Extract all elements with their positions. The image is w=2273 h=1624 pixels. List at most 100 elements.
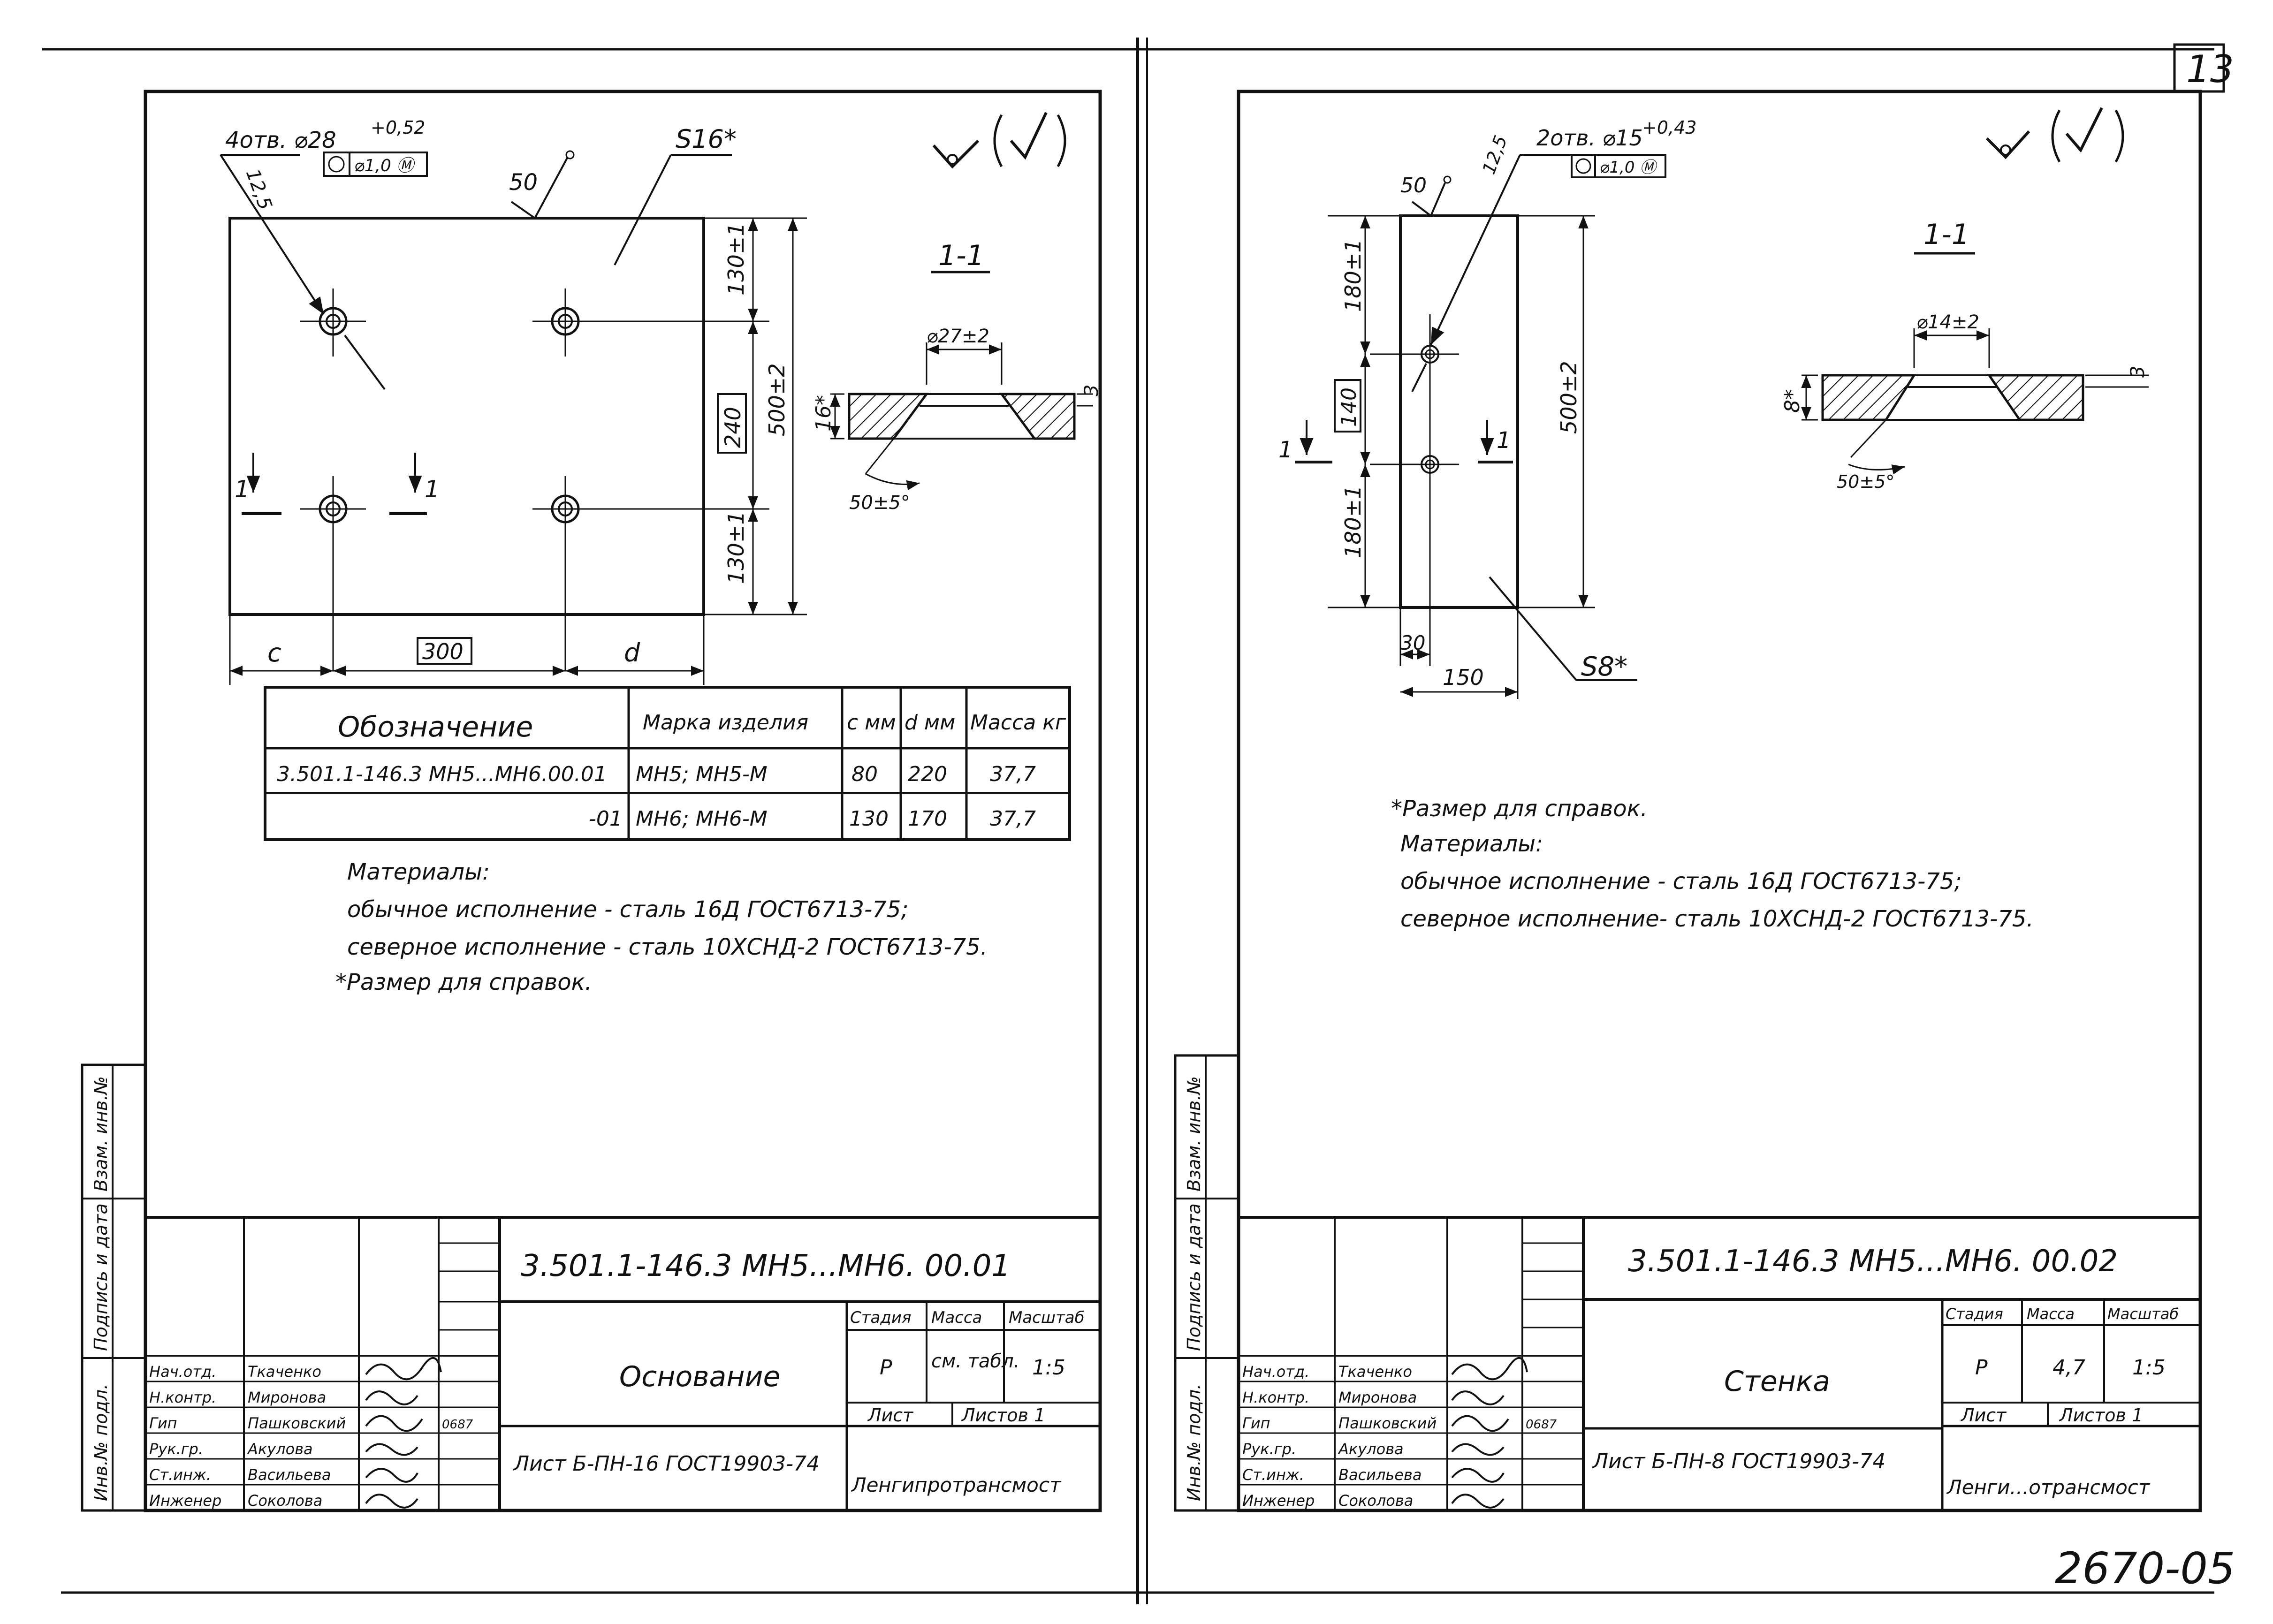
note-line: Материалы:: [1400, 831, 1543, 857]
position-icon: [328, 156, 345, 173]
svg-text:Нач.отд.: Нач.отд.: [149, 1363, 216, 1381]
note-line: обычное исполнение - сталь 16Д ГОСТ6713-…: [347, 896, 909, 923]
svg-text:Лист: Лист: [1960, 1405, 2007, 1426]
position-icon: [1575, 158, 1591, 174]
svg-text:Масштаб: Масштаб: [2107, 1305, 2179, 1323]
table-cell: 80: [851, 762, 878, 786]
organization: Ленги...отрансмост: [1946, 1476, 2151, 1499]
roughness-general-icon: [932, 112, 1066, 169]
roughness-12-5: 12,5: [242, 166, 276, 212]
svg-text:Гип: Гип: [149, 1414, 177, 1432]
dim-c: c: [267, 638, 281, 668]
section-view: [848, 393, 1076, 440]
dim-130-bottom: 130±1: [723, 511, 749, 584]
table-header: Марка изделия: [643, 711, 808, 735]
holes-note: 2отв. ⌀15: [1536, 125, 1643, 151]
hole: [532, 288, 598, 357]
table-header: d мм: [905, 711, 955, 735]
table-cell: МН5; МН5-М: [636, 762, 768, 786]
svg-text:Масса: Масса: [2027, 1305, 2075, 1323]
svg-text:Соколова: Соколова: [248, 1492, 322, 1510]
table-header: c мм: [847, 711, 896, 735]
svg-text:Стадия: Стадия: [850, 1308, 911, 1327]
table-cell: -01: [589, 807, 623, 831]
svg-text:1: 1: [425, 476, 440, 503]
sheet-number: 13: [2186, 47, 2234, 91]
note-line: *Размер для справок.: [1391, 796, 1648, 822]
roughness-50: 50: [1400, 174, 1427, 197]
svg-text:Акулова: Акулова: [247, 1440, 313, 1458]
archive-number: 2670-05: [2055, 1543, 2235, 1594]
position-frame: [323, 152, 428, 177]
section-diameter: ⌀14±2: [1916, 311, 1979, 333]
holes-tolerance: +0,52: [371, 117, 425, 138]
roughness-mark: [1411, 182, 1446, 218]
base-plate: [228, 217, 705, 616]
section-view: [1821, 374, 2084, 421]
stage: Р: [880, 1356, 892, 1380]
right-sheet: 2отв. ⌀15 +0,43 ⌀1,0 Ⓜ 12,5 50 180±1 140: [1174, 90, 2202, 1512]
dim-300-box: [417, 637, 472, 665]
svg-text:Рук.гр.: Рук.гр.: [149, 1440, 203, 1458]
drawing-designation: 3.501.1-146.3 МН5...МН6. 00.02: [1628, 1244, 2118, 1279]
dim-300: 300: [422, 639, 464, 664]
part-name: Основание: [619, 1360, 780, 1393]
note-line: обычное исполнение - сталь 16Д ГОСТ6713-…: [1400, 868, 1962, 895]
scale: 1:5: [2132, 1356, 2166, 1380]
section-thickness: 8*: [1780, 389, 1804, 413]
drawing-designation: 3.501.1-146.3 МН5...МН6. 00.01: [521, 1249, 1011, 1283]
table-cell: 130: [849, 807, 889, 831]
dim-140: 140: [1337, 387, 1361, 427]
thickness-leader: [614, 154, 672, 266]
hole: [300, 476, 366, 671]
right-frame: [1237, 90, 2202, 1512]
spec-table: Обозначение Марка изделия c мм d мм Масс…: [264, 686, 1071, 841]
hole: [1370, 455, 1459, 474]
table-header: Масса кг: [970, 711, 1066, 735]
holes-leader-tail: [344, 334, 386, 390]
section-angle: 50±5°: [1837, 471, 1894, 492]
note-line: *Размер для справок.: [335, 969, 592, 995]
table-cell: 220: [908, 762, 947, 786]
dim-150: 150: [1443, 665, 1484, 690]
svg-text:Лист: Лист: [867, 1405, 914, 1426]
thickness-leader: [1489, 576, 1577, 681]
table-cell: МН6; МН6-М: [636, 807, 768, 831]
material-spec: Лист Б-ПН-8 ГОСТ19903-74: [1592, 1449, 1885, 1473]
signature: [1451, 1357, 1528, 1509]
svg-text:1: 1: [1497, 427, 1511, 454]
holes-leader-line: [220, 154, 325, 315]
dim-d: d: [624, 638, 640, 668]
svg-text:Васильева: Васильева: [248, 1466, 331, 1484]
svg-text:Ст.инж.: Ст.инж.: [1242, 1466, 1304, 1484]
side-stamp: Инв.№ подл. Подпись и дата Взам. инв.№: [81, 1063, 147, 1512]
mass: см. табл.: [931, 1351, 1019, 1372]
dim-500: 500±2: [1556, 361, 1581, 434]
roughness-mark: [510, 157, 569, 220]
thickness-label: S16*: [676, 124, 737, 154]
holes-position: ⌀1,0 Ⓜ: [1600, 158, 1658, 177]
svg-text:Акулова: Акулова: [1338, 1440, 1404, 1458]
svg-text:Пашковский: Пашковский: [1338, 1414, 1437, 1432]
svg-text:Гип: Гип: [1242, 1414, 1270, 1432]
svg-text:Васильева: Васильева: [1338, 1466, 1422, 1484]
table-cell: 170: [908, 807, 947, 831]
side-stamp: Инв.№ подл. Подпись и дата Взам. инв.№: [1174, 1054, 1240, 1512]
svg-text:Пашковский: Пашковский: [248, 1414, 346, 1432]
position-frame: [1571, 154, 1666, 178]
svg-text:Масса: Масса: [931, 1308, 982, 1327]
organization: Ленгипротрансмост: [851, 1473, 1062, 1496]
section-label: 1-1: [938, 239, 984, 272]
dim-140-box: [1334, 379, 1361, 433]
holes-note: 4отв. ⌀28: [225, 127, 336, 153]
material-spec: Лист Б-ПН-16 ГОСТ19903-74: [513, 1452, 820, 1476]
note-line: северное исполнение- сталь 10ХСНД-2 ГОСТ…: [1400, 906, 2034, 932]
note-line: северное исполнение - сталь 10ХСНД-2 ГОС…: [347, 934, 988, 960]
left-frame: [144, 90, 1102, 1512]
hole: [532, 476, 598, 671]
thickness-label: S8*: [1581, 652, 1627, 682]
svg-text:Ткаченко: Ткаченко: [248, 1363, 321, 1381]
section-angle: 50±5°: [849, 492, 910, 514]
svg-text:Взам. инв.№: Взам. инв.№: [1184, 1076, 1204, 1191]
